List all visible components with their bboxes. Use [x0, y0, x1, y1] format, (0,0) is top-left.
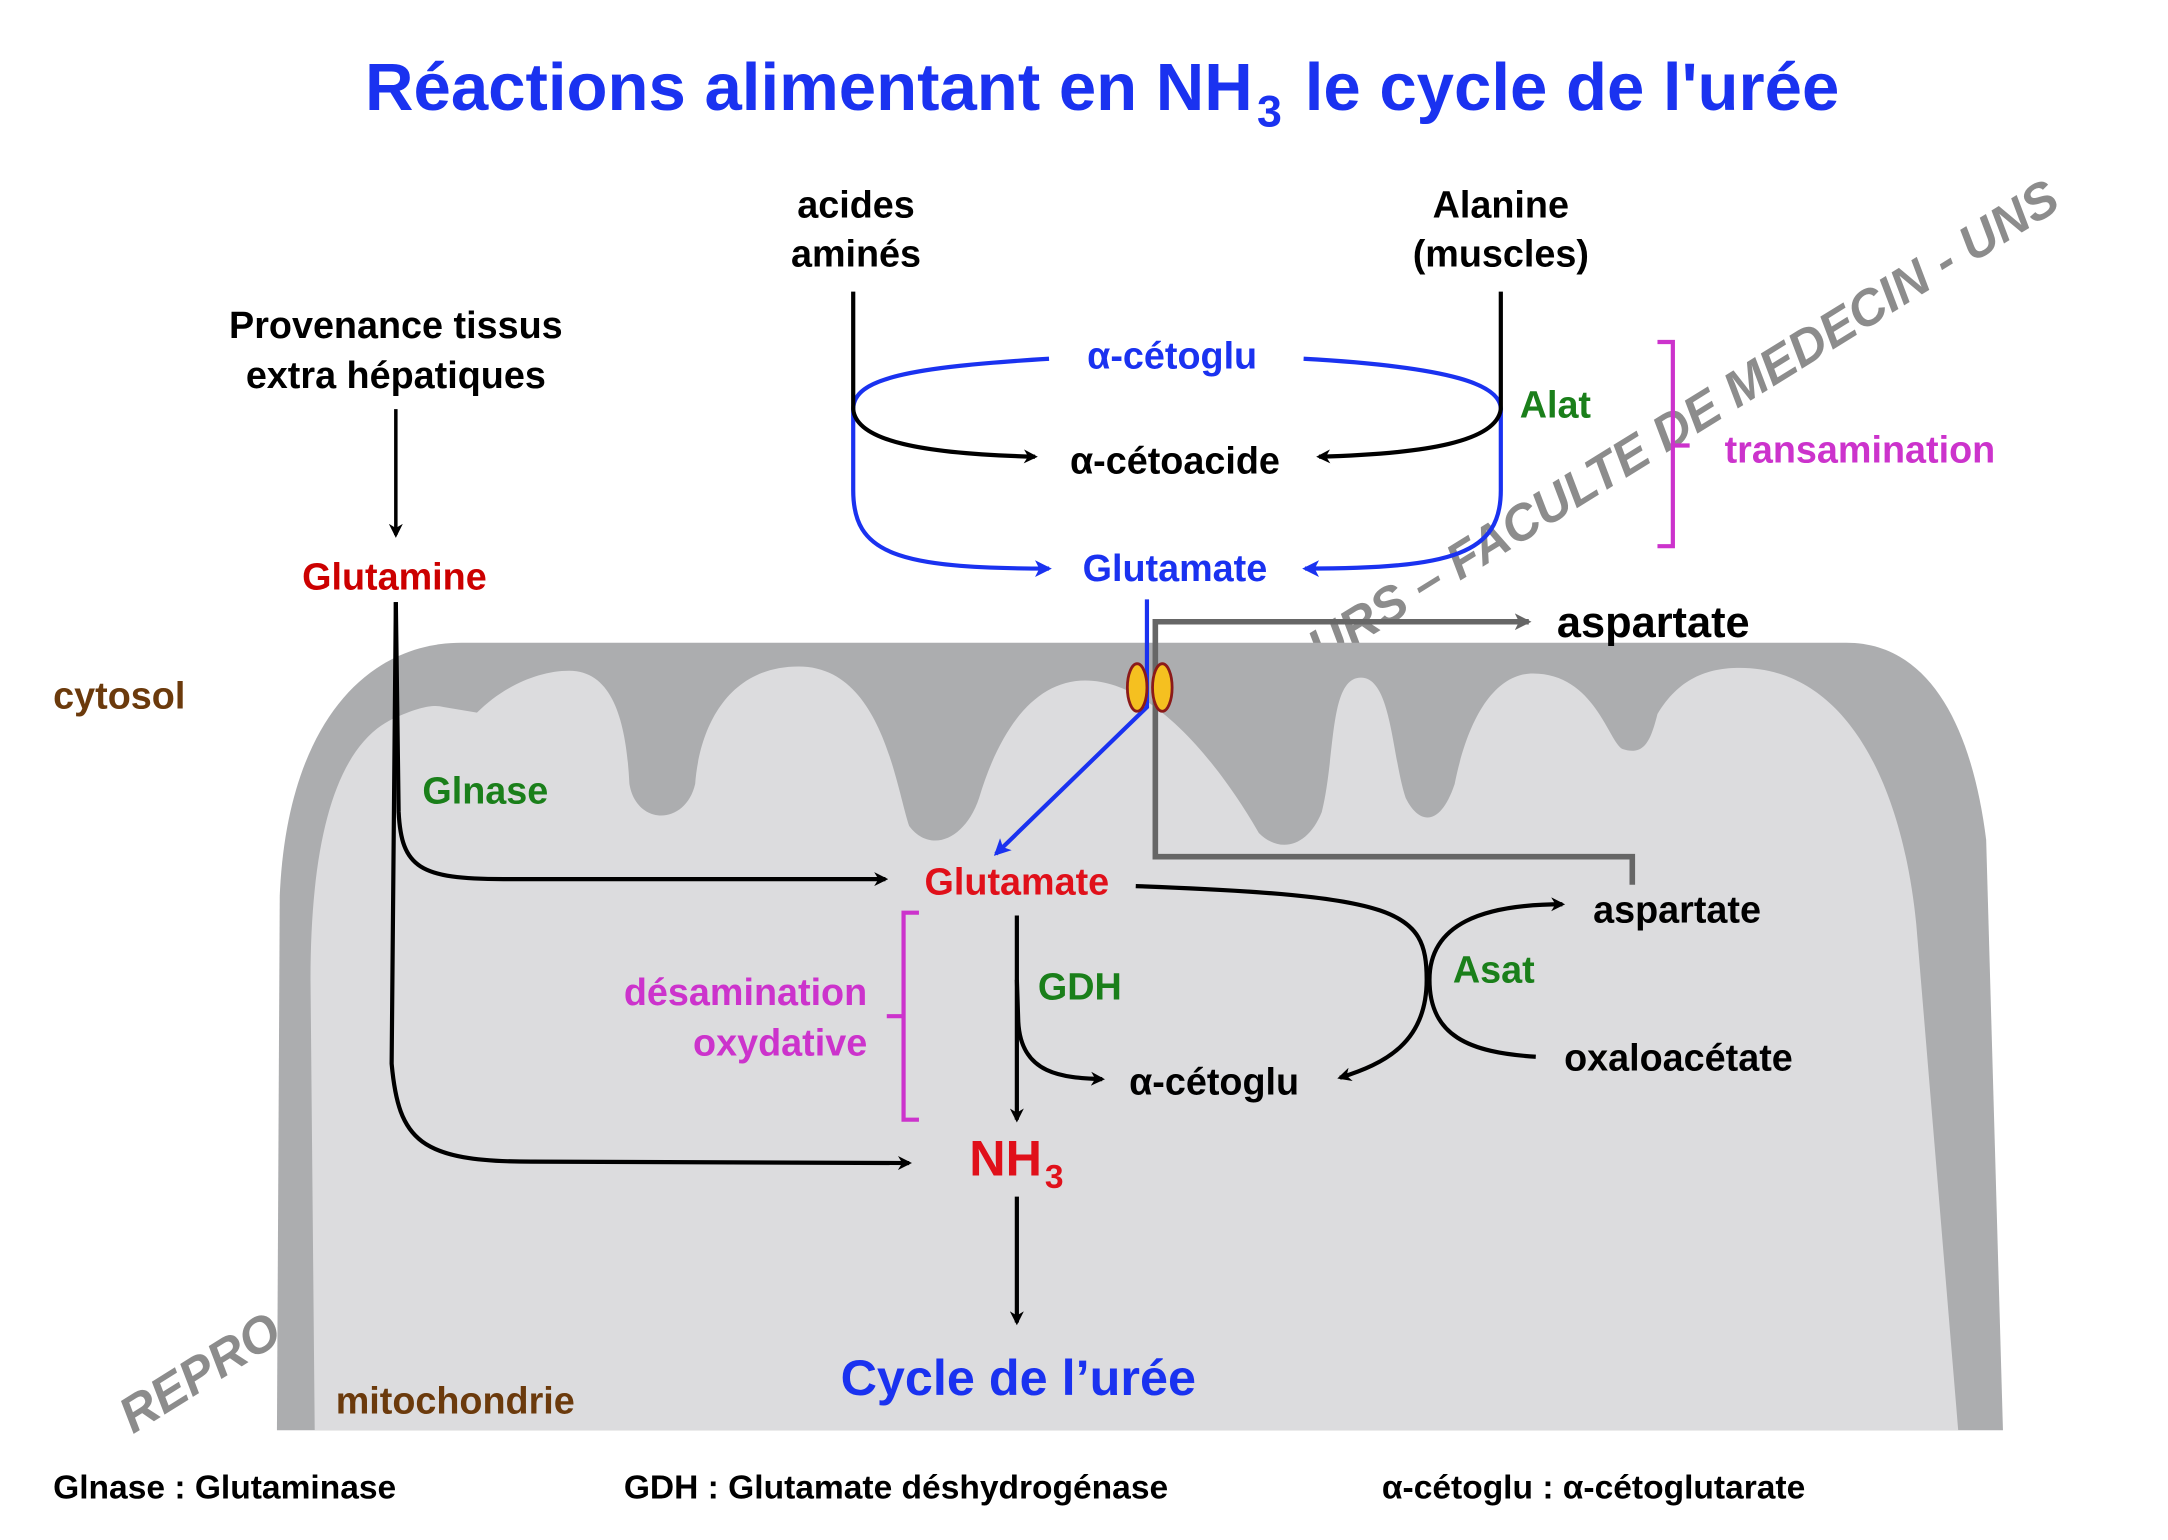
alat-enzyme: Alat: [1520, 385, 1592, 427]
aspartate-export-arrow: [1152, 613, 1636, 885]
transporter-channel-icon: [1125, 662, 1174, 713]
asat-enzyme: Asat: [1453, 950, 1535, 992]
glutamate-import-arrow: [993, 599, 1150, 856]
cytosol-label: cytosol: [53, 675, 185, 717]
watermark-left: REPRO: [109, 1301, 291, 1444]
aspartate-mito: aspartate: [1593, 889, 1761, 931]
glutamate-cytosol: Glutamate: [1083, 548, 1268, 590]
acetoglu-cytosol: α-cétoglu: [1087, 336, 1257, 378]
alanine-label: Alanine(muscles): [1413, 185, 1589, 276]
transamination-bracket: [1657, 339, 1690, 549]
gdh-enzyme: GDH: [1038, 966, 1122, 1008]
legend-acetoglu: α-cétoglu : α-cétoglutarate: [1382, 1470, 1805, 1507]
desamination-bracket: [886, 910, 919, 1122]
oxaloacetate: oxaloacétate: [1564, 1038, 1793, 1080]
urea-cycle-label: Cycle de l’urée: [841, 1349, 1196, 1406]
legend-glnase: Glnase : Glutaminase: [53, 1470, 396, 1507]
acetoglu-mito: α-cétoglu: [1129, 1062, 1299, 1104]
legend-gdh: GDH : Glutamate déshydrogénase: [624, 1470, 1168, 1507]
transamination-label: transamination: [1725, 429, 1996, 471]
mito-arrows: [389, 602, 1566, 1326]
glutamate-mito: Glutamate: [925, 861, 1110, 903]
glutamine: Glutamine: [302, 557, 487, 599]
mitochondrie-label: mitochondrie: [336, 1380, 575, 1422]
acetoacide: α-cétoacide: [1070, 440, 1280, 482]
transamination-arrows: [851, 291, 1503, 577]
glnase-enzyme: Glnase: [422, 771, 548, 813]
aspartate-cytosol: aspartate: [1557, 599, 1750, 647]
